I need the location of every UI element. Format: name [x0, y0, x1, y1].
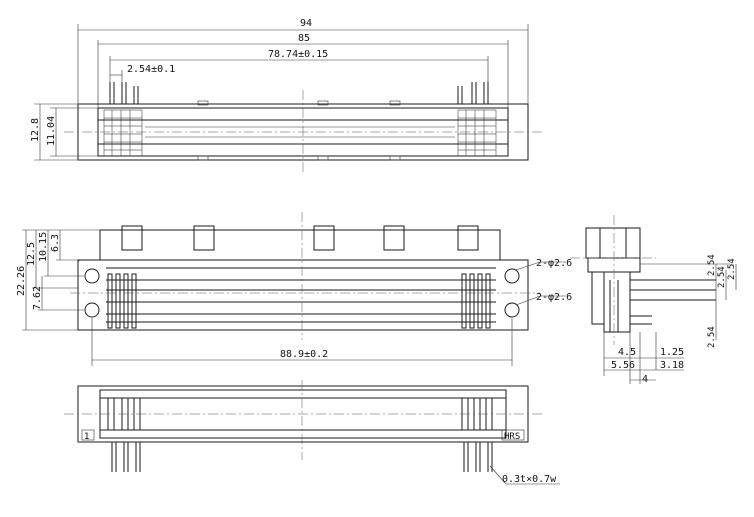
dim-1-25: 1.25: [660, 347, 684, 358]
dim-6-3: 6.3: [50, 234, 61, 252]
dim-3-18: 3.18: [660, 360, 684, 371]
dim-7-62: 7.62: [32, 286, 43, 310]
hole-label-bottom: 2-φ2.6: [536, 292, 572, 303]
dim-12-8: 12.8: [30, 118, 41, 142]
dim-4-5: 4.5: [618, 347, 636, 358]
pitch-4: 2.54: [707, 326, 717, 348]
side-view: 2.54 2.54 2.54 2.54 4.5 1.25 5.56 3.18 4: [570, 215, 737, 385]
dim-11-04: 11.04: [46, 116, 57, 146]
pin-callout: 0.3t×0.7w: [502, 474, 557, 485]
dim-5-56: 5.56: [611, 360, 635, 371]
top-view: 94 85 78.74±0.15 2.54±0.1: [30, 18, 545, 175]
pitch-3: 2.54: [727, 258, 737, 280]
dim-88-9: 88.9±0.2: [280, 349, 328, 360]
dim-94: 94: [300, 18, 312, 29]
dim-2-54: 2.54±0.1: [127, 64, 175, 75]
hole-label-top: 2-φ2.6: [536, 258, 572, 269]
pitch-1: 2.54: [707, 254, 717, 276]
dim-10-15: 10.15: [38, 232, 49, 262]
dim-22-26: 22.26: [16, 266, 27, 296]
dim-78-74: 78.74±0.15: [268, 49, 328, 60]
dim-85: 85: [298, 33, 310, 44]
pitch-2: 2.54: [717, 266, 727, 288]
dim-12-5: 12.5: [26, 242, 37, 266]
bottom-view: 1 HRS 0.3t×0.7w: [64, 380, 560, 485]
mark-hrs: HRS: [504, 432, 520, 442]
dim-4: 4: [642, 374, 648, 385]
mark-1: 1: [84, 432, 89, 442]
front-view: 2-φ2.6 2-φ2.6 88.9±0.2 22.26 12.5 10.15 …: [16, 212, 572, 366]
